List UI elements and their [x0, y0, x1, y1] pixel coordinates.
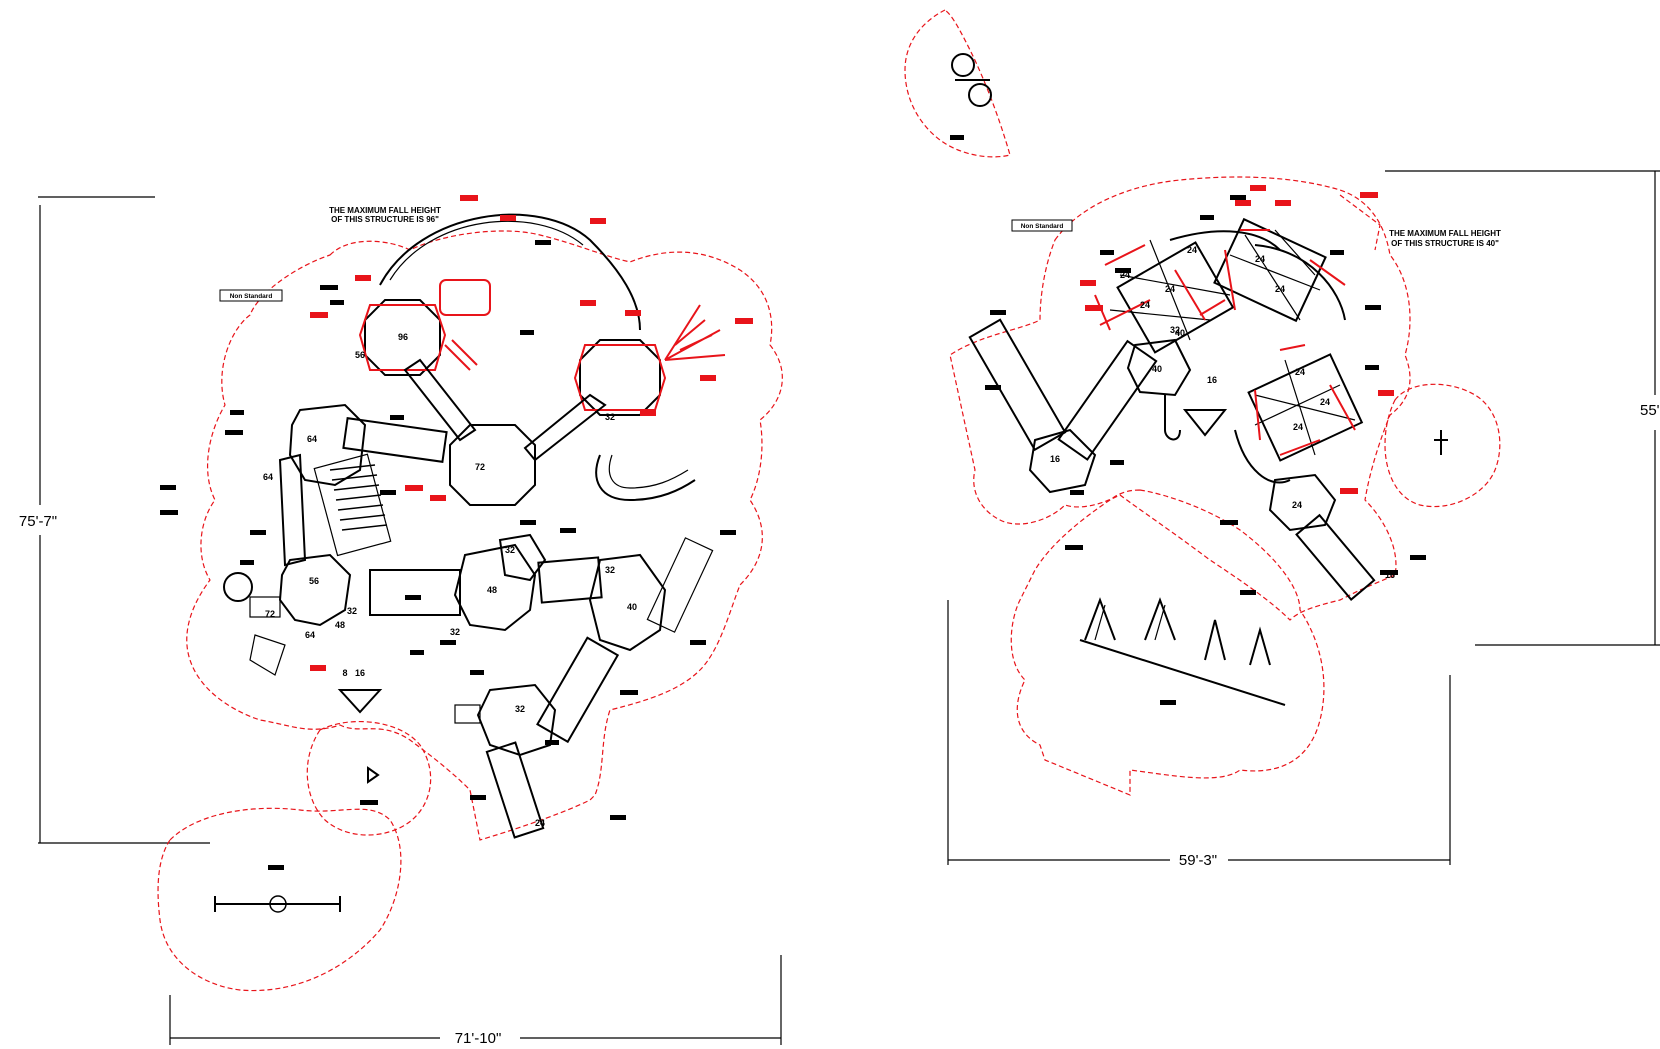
- svg-text:32: 32: [505, 545, 515, 555]
- right-swing-set: [1079, 597, 1286, 706]
- svg-text:24: 24: [1293, 422, 1303, 432]
- right-dimension-width: 59'-3": [947, 600, 1451, 869]
- deck-grid-bottom: [1247, 344, 1364, 462]
- svg-text:32: 32: [515, 704, 525, 714]
- svg-text:24: 24: [1275, 284, 1285, 294]
- right-fall-height-note-1: THE MAXIMUM FALL HEIGHT: [1389, 229, 1501, 238]
- svg-text:40: 40: [627, 602, 637, 612]
- right-tube-slide: [1164, 395, 1181, 441]
- deck-grid-top: [1213, 217, 1346, 323]
- svg-text:40: 40: [1152, 364, 1162, 374]
- red-net-climber: [664, 304, 726, 361]
- svg-text:32: 32: [450, 627, 460, 637]
- left-fall-height-note-1: THE MAXIMUM FALL HEIGHT: [329, 206, 441, 215]
- svg-text:24: 24: [1165, 284, 1175, 294]
- left-non-standard-badge: [219, 289, 283, 302]
- right-non-standard-badge: [1011, 219, 1073, 232]
- right-top-zone-boundary: [904, 9, 1011, 158]
- svg-text:56: 56: [355, 350, 365, 360]
- left-height-dimension: 75'-7": [19, 513, 57, 530]
- right-structure: 55'- 59'-3": [904, 9, 1660, 869]
- svg-text:64: 64: [307, 434, 317, 444]
- svg-text:Non Standard: Non Standard: [1021, 223, 1064, 230]
- bridge-left: [403, 358, 477, 442]
- right-fall-height-note-2: OF THIS STRUCTURE IS 40": [1391, 239, 1499, 248]
- right-red-tags: [1080, 185, 1394, 494]
- right-spinner: [1434, 430, 1448, 455]
- deck-48: [453, 543, 537, 632]
- deck-24-bottom: [1268, 473, 1337, 532]
- left-use-zone-boundary: [186, 230, 783, 841]
- right-ramp: [1057, 339, 1158, 461]
- arrow-climber-right: [1182, 409, 1228, 437]
- svg-text:24: 24: [1187, 245, 1197, 255]
- svg-text:24: 24: [1320, 397, 1330, 407]
- deck-32-center: [498, 533, 547, 582]
- svg-text:96: 96: [398, 332, 408, 342]
- right-dimension-height: 55'-: [1385, 170, 1660, 646]
- right-spinner-zone-boundary: [1384, 383, 1501, 508]
- left-spinner-zone-boundary: [306, 720, 432, 836]
- svg-text:32: 32: [605, 412, 615, 422]
- deck-40: [588, 553, 667, 652]
- svg-text:32: 32: [605, 565, 615, 575]
- deck-grid-left: [1094, 239, 1235, 354]
- deck-top-right: [579, 339, 661, 416]
- svg-text:Non Standard: Non Standard: [230, 293, 273, 300]
- svg-text:16: 16: [1050, 454, 1060, 464]
- red-slide-top: [439, 279, 491, 316]
- bridge-right: [523, 393, 607, 462]
- deck-40: [1126, 338, 1192, 397]
- deck-56: [278, 553, 352, 627]
- svg-text:48: 48: [335, 620, 345, 630]
- svg-text:56: 56: [309, 576, 319, 586]
- left-dimension-height: 75'-7": [19, 196, 210, 844]
- left-swing-zone-boundary: [157, 807, 402, 992]
- svg-text:24: 24: [1292, 500, 1302, 510]
- right-slide-bottom: [1295, 513, 1376, 601]
- arrow-climber: [337, 689, 383, 714]
- svg-text:24: 24: [1140, 300, 1150, 310]
- svg-text:16: 16: [1207, 375, 1217, 385]
- swing-beam: [214, 895, 341, 913]
- deck-64-left: [288, 403, 367, 487]
- svg-text:72: 72: [265, 609, 275, 619]
- svg-text:72: 72: [475, 462, 485, 472]
- right-use-zone-boundary: [949, 176, 1411, 621]
- right-width-dimension: 59'-3": [1179, 852, 1217, 869]
- overhead-arch: [379, 213, 641, 331]
- svg-text:48: 48: [487, 585, 497, 595]
- left-red-tags: [310, 195, 753, 671]
- svg-text:24: 24: [535, 818, 545, 828]
- tube-slide: [595, 454, 696, 502]
- svg-text:40: 40: [1175, 328, 1185, 338]
- svg-text:24: 24: [1120, 270, 1130, 280]
- svg-text:64: 64: [305, 630, 315, 640]
- right-trim-zone: [1339, 194, 1381, 251]
- deck-16-left: [1028, 428, 1097, 494]
- right-height-dimension: 55'-: [1640, 402, 1660, 419]
- left-width-dimension: 71'-10": [455, 1030, 502, 1047]
- left-structure: 75'-7" 71'-10": [19, 195, 783, 1047]
- deck-96: [364, 299, 441, 376]
- svg-text:24: 24: [1255, 254, 1265, 264]
- right-component-tags: [950, 135, 1426, 705]
- left-component-tags: [160, 240, 736, 870]
- spring-rider: [951, 53, 992, 107]
- left-fall-height-note-2: OF THIS STRUCTURE IS 96": [331, 215, 439, 224]
- svg-text:16: 16: [355, 668, 365, 678]
- curved-walkway: [1254, 244, 1346, 321]
- right-swing-zone-boundary: [1010, 489, 1325, 796]
- deck-72-center: [449, 424, 536, 506]
- svg-text:24: 24: [1295, 367, 1305, 377]
- spinner-bowl: [367, 766, 380, 784]
- right-slide-left: [968, 318, 1067, 452]
- left-dimension-width: 71'-10": [169, 955, 782, 1047]
- svg-text:32: 32: [1170, 325, 1180, 335]
- svg-text:64: 64: [263, 472, 273, 482]
- svg-text:32: 32: [347, 606, 357, 616]
- svg-text:8: 8: [342, 668, 347, 678]
